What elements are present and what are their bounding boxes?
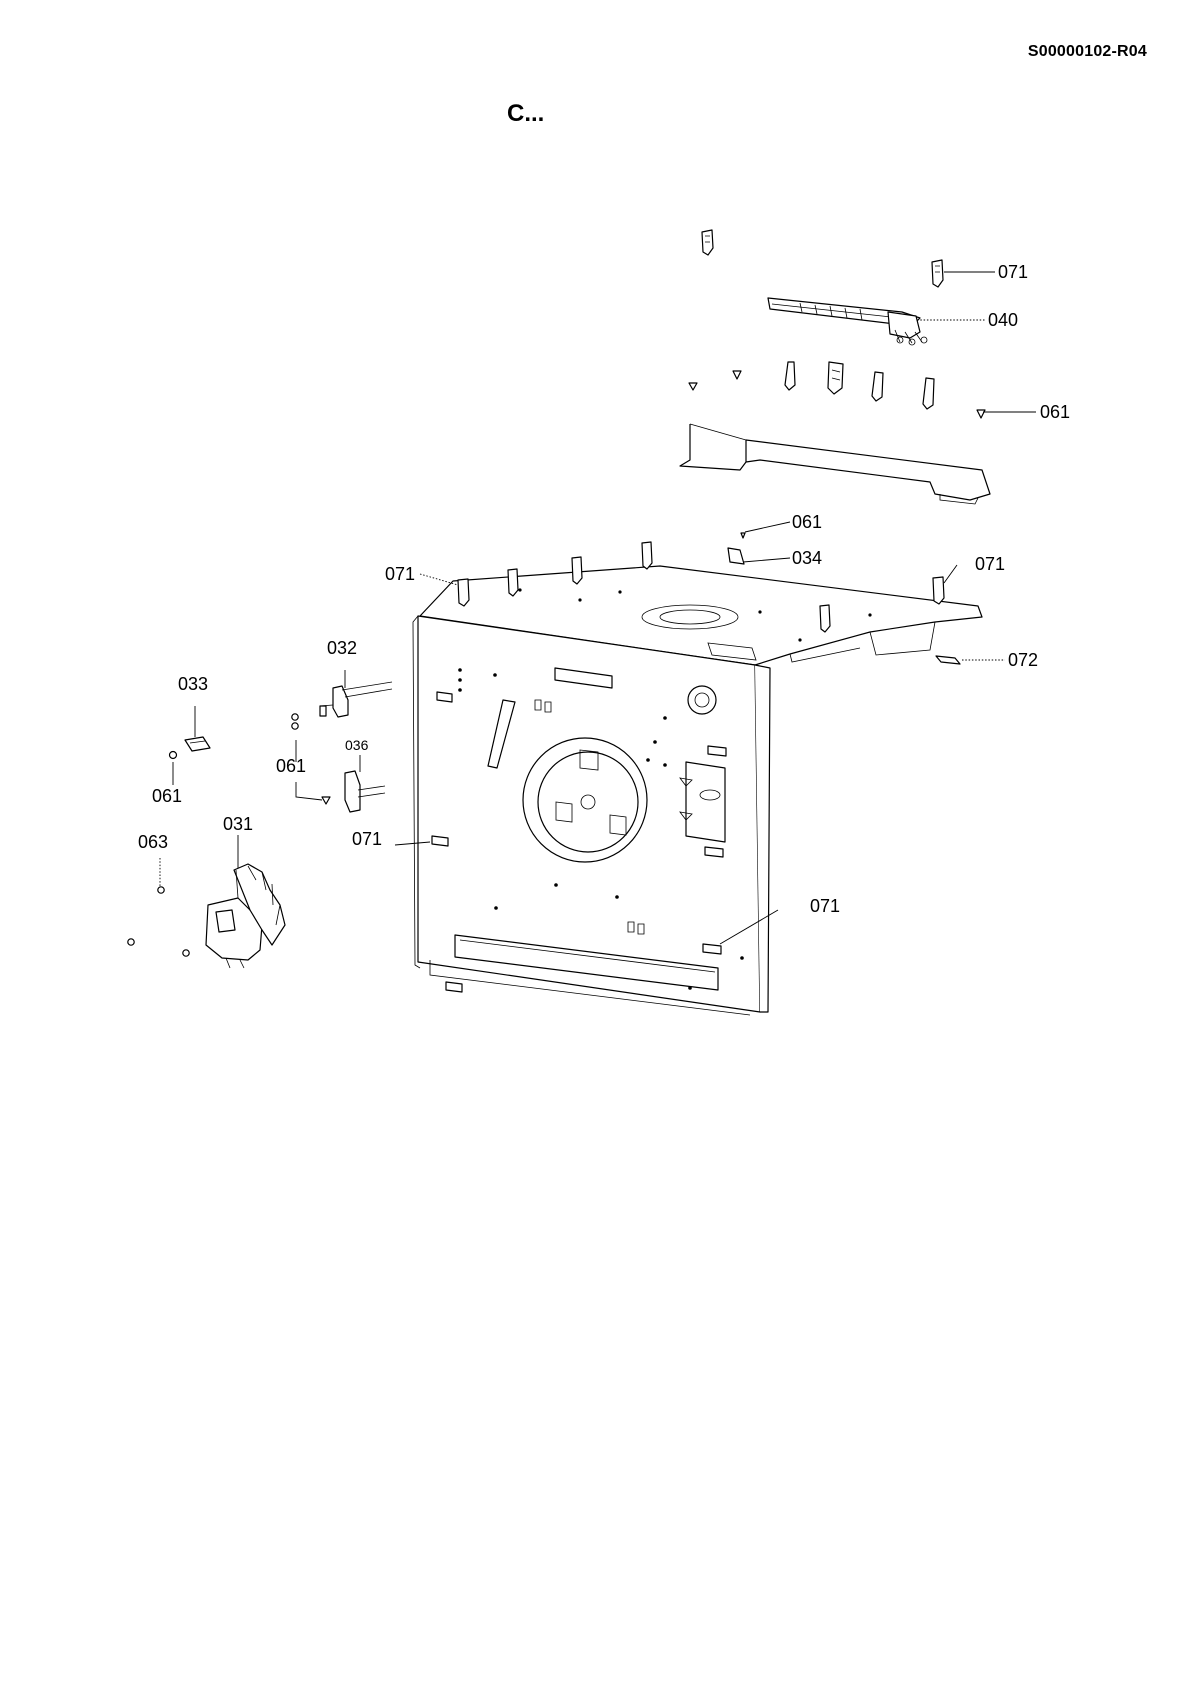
- sensor-036: [344, 770, 386, 813]
- clips-on-cavity-top: [457, 532, 945, 633]
- callout-032: 032: [327, 638, 357, 658]
- callout-071-top: 071: [998, 262, 1028, 282]
- document-code: S00000102-R04: [1027, 43, 1147, 60]
- front-bracket: [679, 423, 991, 505]
- callout-036: 036: [345, 737, 369, 753]
- callout-033: 033: [178, 674, 208, 694]
- callout-071-topright: 071: [975, 554, 1005, 574]
- page-title: C...: [507, 100, 545, 127]
- callout-031: 031: [223, 814, 253, 834]
- thermostat-032: [319, 681, 393, 718]
- lamp-holder-033: [184, 736, 211, 752]
- foot-072: [935, 655, 961, 665]
- callout-061-farleft: 061: [152, 786, 182, 806]
- callout-061-mid: 061: [792, 512, 822, 532]
- loose-clip-top: [701, 229, 714, 256]
- callout-071-bottomright: 071: [810, 896, 840, 916]
- leader-lines: [159, 271, 1036, 945]
- callout-034: 034: [792, 548, 822, 568]
- callout-040: 040: [988, 310, 1018, 330]
- control-board-040: [767, 297, 928, 346]
- callout-071-leftside: 071: [352, 829, 382, 849]
- callout-061-right: 061: [1040, 402, 1070, 422]
- screws-and-switches-row: [688, 361, 986, 419]
- callout-071-topleft: 071: [385, 564, 415, 584]
- fan-motor-031: [205, 863, 286, 969]
- oven-cavity: [412, 565, 983, 1016]
- screws-left: [127, 713, 331, 957]
- callout-061-left: 061: [276, 756, 306, 776]
- callout-072: 072: [1008, 650, 1038, 670]
- clip-071-top: [931, 259, 944, 288]
- callout-063: 063: [138, 832, 168, 852]
